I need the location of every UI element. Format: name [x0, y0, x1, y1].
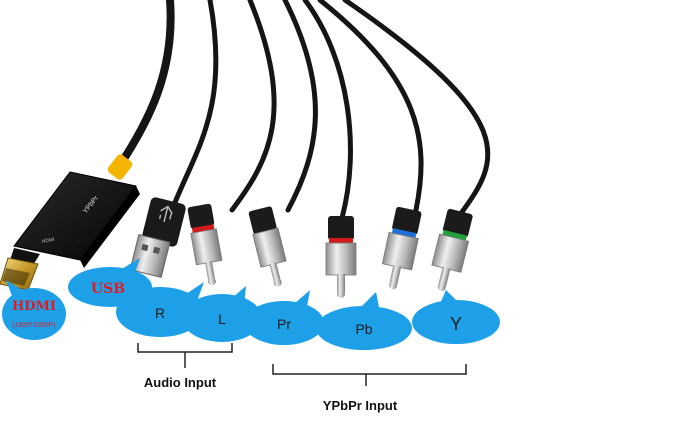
rca-r-cable	[229, 0, 277, 213]
rca-y-cable	[342, 0, 491, 215]
rca-pr-cable	[302, 0, 353, 221]
bubble-l	[182, 286, 262, 342]
ring-blue	[391, 228, 417, 239]
y-bubble-label: Y	[450, 314, 462, 334]
r-bubble-label: R	[155, 305, 165, 321]
rca-l-cable	[282, 0, 318, 213]
bubble-y	[412, 290, 500, 344]
rca-plug-y	[431, 208, 473, 292]
rca-plug-pb	[381, 206, 422, 290]
bubble-hdmi	[2, 280, 66, 340]
bubble-r	[116, 282, 204, 337]
audio-bracket	[137, 343, 233, 368]
pb-bubble-label: Pb	[355, 321, 372, 337]
hdmi-plug-slot	[2, 268, 30, 286]
device-label-small: HDMI	[41, 237, 55, 245]
hdmi-cable	[114, 0, 175, 172]
rca-plug-pr	[325, 216, 357, 298]
l-bubble-label: L	[218, 311, 226, 327]
ring-red	[191, 224, 215, 234]
strain-relief	[107, 154, 133, 180]
usb-cable	[169, 0, 219, 213]
hdmi-converter: YPbPr HDMI	[0, 154, 140, 291]
usb-bubble-label: USB	[91, 281, 125, 297]
ypbpr-bracket	[272, 364, 467, 386]
ring-red	[329, 238, 353, 244]
converter-side	[80, 186, 140, 268]
rca-pb-cable	[317, 0, 424, 213]
hdmi-bubble-resolution: (1920*1080P)	[12, 322, 55, 329]
bubbles	[2, 258, 500, 350]
pr-bubble-label: Pr	[277, 316, 291, 332]
ypbpr-input-label: YPbPr Input	[323, 398, 398, 413]
rca-plug-r	[187, 203, 223, 286]
ring-green	[442, 229, 467, 242]
bubble-pr	[244, 290, 324, 345]
usb-plug-metal	[129, 234, 171, 278]
audio-input-label: Audio Input	[144, 375, 217, 390]
hdmi-bubble-title: HDMI	[12, 299, 56, 314]
usb-trident-icon	[158, 205, 173, 223]
bubble-pb	[316, 292, 412, 350]
cables	[114, 0, 491, 221]
usb-plug	[129, 197, 186, 278]
rca-plug-l	[248, 206, 287, 287]
